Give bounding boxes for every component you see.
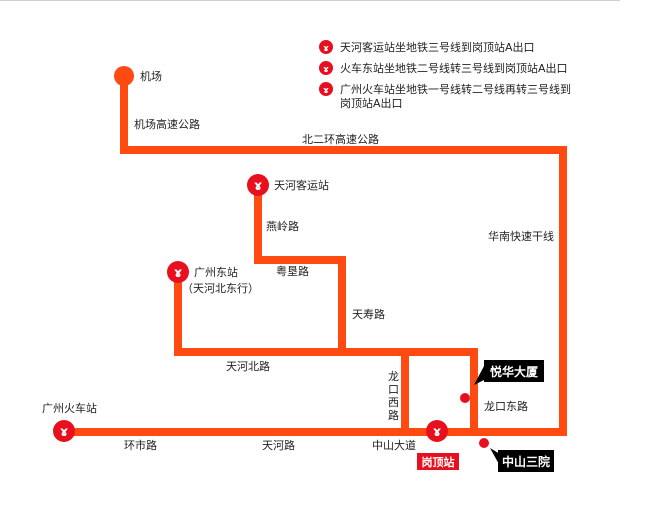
metro-glyph: ɤ: [60, 425, 69, 440]
road-huanan-expressway: 华南快速干线: [488, 229, 554, 243]
metro-glyph: ɤ: [323, 65, 329, 75]
metro-logo-icon: [319, 82, 333, 96]
east-station-sublabel: （天河北东行）: [182, 282, 259, 295]
callout-pointer: [490, 448, 500, 466]
yuehua-box: [484, 360, 544, 382]
road-char: 龙: [388, 370, 399, 383]
location-dot: [479, 438, 489, 448]
airport-label: 机场: [140, 69, 162, 83]
road-tianhe: 天河路: [262, 439, 295, 452]
route-tianhe-north: [174, 270, 478, 436]
legend-text-cont: 岗顶站A出口: [340, 96, 403, 110]
metro-logo-icon: [247, 174, 269, 196]
east-station-label: 广州东站: [194, 265, 238, 279]
road-char: 路: [388, 409, 399, 422]
tianhe-bus-label: 天河客运站: [274, 178, 329, 192]
road-tianshou: 天寿路: [352, 307, 385, 321]
airport-node: [114, 66, 134, 86]
route-yanling-yueken: [254, 181, 346, 356]
road-huanshi: 环市路: [124, 438, 157, 452]
legend-text: 广州火车站坐地铁一号线转二号线再转三号线到: [340, 82, 571, 96]
gangding-station: ɤ 岗顶站: [417, 420, 459, 470]
top-divider: [0, 0, 620, 1]
metro-glyph: ɤ: [174, 266, 183, 281]
metro-logo-icon: [319, 61, 333, 75]
zhongshan3-label: 中山三院: [502, 454, 550, 469]
metro-glyph: ɤ: [323, 86, 329, 96]
metro-logo-icon: [167, 261, 189, 283]
legend-text: 天河客运站坐地铁三号线到岗顶站A出口: [340, 40, 535, 54]
metro-glyph: ɤ: [433, 425, 442, 440]
metro-logo-icon: [426, 420, 448, 442]
guangzhou-railway-station: ɤ 广州火车站: [42, 401, 97, 442]
road-zhongshan: 中山大道: [372, 438, 416, 452]
road-char: 口: [388, 383, 399, 396]
gangding-label: 岗顶站: [422, 455, 455, 469]
road-char: 西: [388, 396, 399, 409]
legend: ɤ 天河客运站坐地铁三号线到岗顶站A出口 ɤ 火车东站坐地铁二号线转三号线到岗顶…: [319, 40, 571, 110]
road-longkou-east: 龙口东路: [484, 400, 528, 413]
metro-logo-icon: [319, 40, 333, 54]
road-yanling: 燕岭路: [266, 219, 299, 233]
callout-pointer: [474, 366, 484, 385]
legend-text: 火车东站坐地铁二号线转三号线到岗顶站A出口: [340, 61, 568, 75]
gangding-label-bg: [417, 453, 459, 470]
guangzhou-east-station: ɤ 广州东站 （天河北东行）: [167, 261, 259, 295]
zhongshan-third-hospital: 中山三院: [479, 438, 554, 472]
road-tianhe-north: 天河北路: [226, 360, 270, 373]
road-yueken: 粤垦路: [276, 264, 309, 278]
road-north-2nd-ring: 北二环高速公路: [302, 132, 379, 146]
route-airport-expressway: [120, 74, 567, 436]
yuehua-building: 悦华大厦: [460, 360, 544, 403]
gz-station-label: 广州火车站: [42, 401, 97, 415]
metro-glyph: ɤ: [254, 179, 263, 194]
road-longkou-west: 龙 口 西 路: [388, 370, 399, 422]
yuehua-label: 悦华大厦: [490, 364, 539, 379]
legend-item-3: ɤ 广州火车站坐地铁一号线转二号线再转三号线到 岗顶站A出口: [319, 82, 571, 110]
zhongshan3-box: [498, 450, 554, 472]
road-airport-expressway: 机场高速公路: [134, 117, 200, 131]
legend-item-2: ɤ 火车东站坐地铁二号线转三号线到岗顶站A出口: [319, 61, 568, 75]
tianhe-bus-station: ɤ 天河客运站: [247, 174, 329, 196]
location-dot: [460, 393, 470, 403]
route-lines: [60, 74, 567, 436]
metro-glyph: ɤ: [323, 44, 329, 54]
metro-logo-icon: [53, 420, 75, 442]
legend-item-1: ɤ 天河客运站坐地铁三号线到岗顶站A出口: [319, 40, 535, 54]
